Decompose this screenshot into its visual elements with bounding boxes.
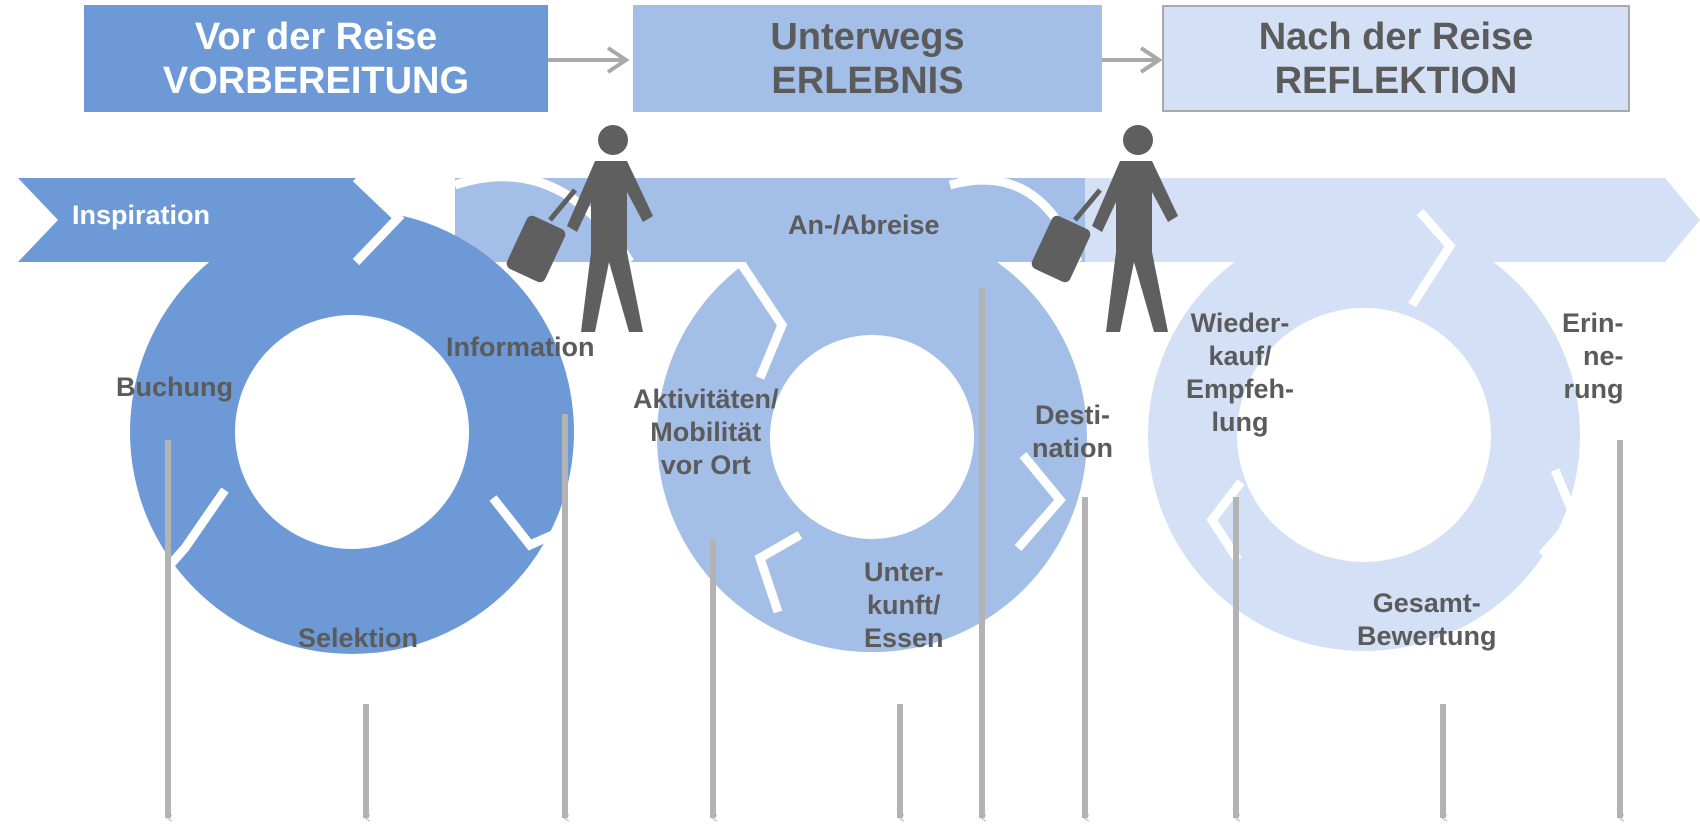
stage-label-information: Information [446, 332, 595, 362]
phase-box-before-trip: Vor der Reise VORBEREITUNG [84, 5, 548, 112]
phase-subtitle: REFLEKTION [1274, 59, 1518, 102]
stage-label-destination: Desti- nation [1032, 400, 1113, 463]
phase-box-after-trip: Nach der Reise REFLEKTION [1162, 5, 1630, 112]
preparation-cycle-separators [166, 174, 577, 568]
stage-label-buchung: Buchung [116, 372, 233, 402]
phase-subtitle: VORBEREITUNG [162, 59, 470, 102]
inspiration-label: Inspiration [72, 200, 211, 230]
reflection-cycle-ring [1148, 219, 1580, 651]
stage-label-erinnerung: Erin- ne- rung [1562, 308, 1624, 404]
phase-title: Vor der Reise [194, 15, 438, 58]
reflection-cycle-separators [1206, 209, 1581, 563]
preparation-cycle-ring [130, 210, 574, 654]
phase-title: Nach der Reise [1258, 15, 1534, 58]
stage-label-unterkunft: Unter- kunft/ Essen [864, 557, 944, 653]
stage-label-gesamtbewertung: Gesamt- Bewertung [1357, 588, 1497, 651]
phase-subtitle: ERLEBNIS [771, 59, 964, 102]
experience-cycle-separators [738, 262, 1066, 614]
stage-label-aktivitaeten: Aktivitäten/ Mobilität vor Ort [633, 384, 779, 480]
reflection-banner [900, 178, 1700, 262]
down-arrows [165, 287, 1620, 818]
traveler-with-suitcase-icon [1031, 125, 1178, 332]
traveler-with-suitcase-icon [506, 125, 653, 332]
phase-connector-arrow-2 [1102, 46, 1163, 74]
stage-label-selektion: Selektion [298, 623, 419, 653]
phase-connector-arrow-1 [548, 46, 630, 74]
phase-title: Unterwegs [770, 15, 965, 58]
stage-label-wiederkauf: Wieder- kauf/ Empfeh- lung [1186, 308, 1294, 437]
travel-label: An-/Abreise [788, 210, 940, 240]
phase-box-on-the-way: Unterwegs ERLEBNIS [633, 5, 1102, 112]
